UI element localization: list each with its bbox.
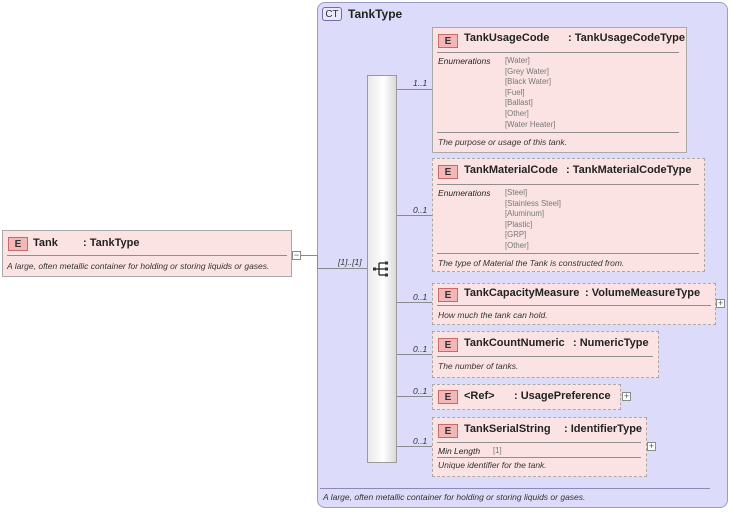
element-badge: E	[438, 288, 458, 302]
cardinality-label: 0..1	[413, 205, 428, 215]
enumeration-list: [Water] [Grey Water] [Black Water] [Fuel…	[505, 56, 555, 130]
cardinality-label: 0..1	[413, 436, 428, 446]
enumeration-value: [Grey Water]	[505, 66, 549, 76]
facet-value: [1]	[493, 446, 502, 455]
enumerations-label: Enumerations	[438, 188, 491, 198]
divider	[7, 255, 287, 256]
connector-line	[301, 255, 317, 256]
divider	[437, 253, 699, 254]
plus-icon[interactable]: +	[716, 298, 725, 308]
connector-line	[397, 302, 433, 303]
element-name: Tank	[33, 237, 58, 249]
divider	[437, 442, 641, 443]
divider	[437, 457, 641, 458]
element-type: : TankUsageCodeType	[568, 32, 685, 44]
complex-type-badge: CT	[322, 7, 342, 21]
cardinality-label: 1..1	[413, 78, 428, 88]
divider	[320, 488, 710, 489]
element-name: TankCountNumeric	[464, 337, 565, 349]
connector-line	[397, 354, 433, 355]
enumeration-value: [GRP]	[505, 230, 527, 240]
enumeration-value: [Ballast]	[505, 98, 533, 108]
enumeration-value: [Black Water]	[505, 77, 552, 87]
element-type: : UsagePreference	[514, 390, 611, 402]
enumeration-value: [Water Heater]	[505, 119, 556, 129]
connector-line	[397, 396, 433, 397]
enumeration-value: [Steel]	[505, 188, 528, 197]
connector-line	[397, 215, 433, 216]
enumeration-value: [Water]	[505, 56, 530, 65]
element-badge: E	[8, 237, 28, 251]
element-type: : TankMaterialCodeType	[566, 164, 692, 176]
element-tank-serial-string[interactable]: E TankSerialString : IdentifierType Min …	[432, 417, 647, 477]
element-type: : IdentifierType	[564, 423, 643, 435]
minus-icon[interactable]: −	[292, 250, 301, 260]
element-documentation: Unique identifier for the tank.	[438, 460, 547, 470]
element-documentation: How much the tank can hold.	[438, 310, 548, 320]
element-tank-material-code[interactable]: E TankMaterialCode : TankMaterialCodeTyp…	[432, 158, 705, 272]
element-documentation: The purpose or usage of this tank.	[438, 137, 567, 147]
connector-line	[397, 446, 433, 447]
cardinality-label: 0..1	[413, 292, 428, 302]
element-tank-count-numeric[interactable]: E TankCountNumeric : NumericType The num…	[432, 331, 659, 378]
element-type: : VolumeMeasureType	[585, 287, 701, 299]
enumeration-value: [Other]	[505, 108, 529, 118]
element-name: TankCapacityMeasure	[464, 287, 580, 299]
divider	[437, 132, 679, 133]
divider	[437, 184, 699, 185]
complex-type-name[interactable]: TankType	[348, 7, 403, 21]
enumeration-value: [Other]	[505, 240, 529, 250]
sequence-compositor-icon	[373, 261, 388, 277]
complex-type-documentation: A large, often metallic container for ho…	[323, 492, 586, 502]
element-name: TankSerialString	[464, 423, 551, 435]
divider	[437, 305, 711, 306]
element-documentation: The number of tanks.	[438, 361, 519, 371]
enumeration-list: [Steel] [Stainless Steel] [Aluminum] [Pl…	[505, 188, 561, 252]
element-name: TankMaterialCode	[464, 164, 558, 176]
element-type: : NumericType	[573, 337, 649, 349]
root-element-tank[interactable]: E Tank : TankType A large, often metalli…	[2, 230, 292, 277]
element-documentation: A large, often metallic container for ho…	[7, 261, 270, 271]
enumeration-value: [Stainless Steel]	[505, 198, 561, 208]
plus-icon[interactable]: +	[647, 441, 656, 451]
enumeration-value: [Aluminum]	[505, 209, 544, 219]
facet-label: Min Length	[438, 446, 481, 456]
element-usage-preference-ref[interactable]: E <Ref> : UsagePreference	[432, 384, 621, 410]
enumerations-label: Enumerations	[438, 56, 491, 66]
cardinality-label: 0..1	[413, 386, 428, 396]
element-tank-capacity-measure[interactable]: E TankCapacityMeasure : VolumeMeasureTyp…	[432, 283, 716, 325]
connector-line	[317, 268, 367, 269]
connector-line	[397, 89, 433, 90]
element-tank-usage-code[interactable]: E TankUsageCode : TankUsageCodeType Enum…	[432, 27, 687, 153]
element-badge: E	[438, 338, 458, 352]
divider	[437, 52, 679, 53]
element-type: : TankType	[83, 237, 140, 249]
element-documentation: The type of Material the Tank is constru…	[438, 258, 625, 268]
cardinality-label: 0..1	[413, 344, 428, 354]
enumeration-value: [Fuel]	[505, 87, 525, 97]
plus-icon[interactable]: +	[622, 391, 631, 401]
element-badge: E	[438, 424, 458, 438]
enumeration-value: [Plastic]	[505, 219, 533, 229]
element-badge: E	[438, 165, 458, 179]
cardinality-label: [1]..[1]	[338, 257, 362, 267]
element-name: <Ref>	[464, 390, 495, 402]
element-badge: E	[438, 34, 458, 48]
element-name: TankUsageCode	[464, 32, 550, 44]
element-badge: E	[438, 390, 458, 404]
divider	[437, 356, 653, 357]
connector-line	[317, 255, 318, 269]
